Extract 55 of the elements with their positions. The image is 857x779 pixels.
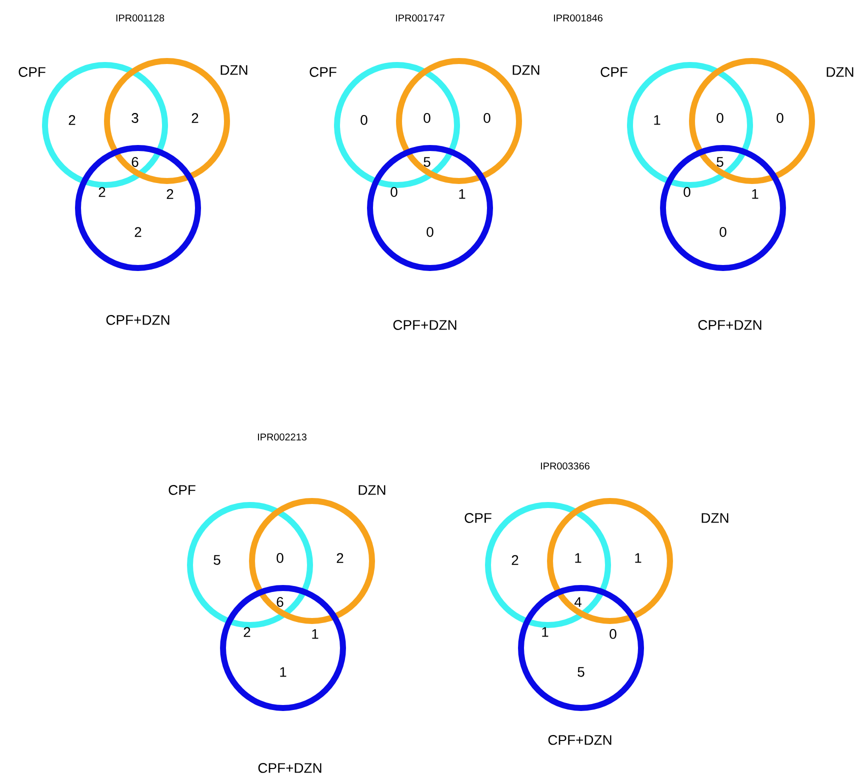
region-count: 0 [424, 113, 430, 123]
region-count: 0 [390, 187, 398, 197]
region-count: 1 [575, 553, 582, 563]
region-count: 1 [312, 629, 318, 639]
region-count: 2 [336, 553, 344, 563]
set-label: DZN [220, 65, 248, 75]
set-label: DZN [512, 65, 540, 75]
set-label: CPF [18, 67, 46, 77]
region-count: 0 [610, 629, 616, 639]
region-count: 1 [635, 553, 642, 563]
set-label: CPF [600, 67, 628, 77]
region-count: 1 [752, 189, 758, 199]
set-label: CPF [464, 513, 492, 523]
region-count: 1 [654, 115, 660, 125]
panel-title: IPR002213 [258, 433, 306, 441]
region-count: 1 [542, 627, 548, 637]
region-count: 0 [360, 115, 368, 125]
panel-title: IPR001846 [554, 14, 602, 22]
set-label: CPF+DZN [106, 315, 170, 325]
region-count: 2 [512, 555, 518, 565]
set-label: DZN [702, 513, 728, 523]
region-count: 0 [720, 227, 726, 237]
set-label: DZN [826, 67, 854, 77]
region-count: 0 [684, 187, 690, 197]
region-count: 2 [98, 187, 106, 197]
region-count: 0 [426, 227, 434, 237]
region-count: 0 [276, 553, 284, 563]
set-label: CPF+DZN [393, 320, 456, 330]
set-label: DZN [358, 485, 386, 495]
region-count: 5 [214, 555, 220, 565]
region-count: 1 [459, 189, 466, 199]
panel-title: IPR003366 [541, 462, 590, 470]
region-count: 2 [68, 115, 76, 125]
set-label: CPF+DZN [548, 735, 612, 745]
set-label: CPF+DZN [258, 763, 322, 773]
set-label: CPF [168, 485, 196, 495]
set-label: CPF+DZN [698, 320, 762, 330]
region-count: 0 [484, 113, 490, 123]
set-label: CPF [310, 67, 336, 77]
region-count: 3 [132, 113, 138, 123]
region-count: 5 [716, 157, 724, 167]
region-count: 6 [132, 157, 138, 167]
region-count: 4 [574, 597, 582, 607]
region-count: 2 [134, 227, 142, 237]
region-count: 1 [280, 667, 286, 677]
region-count: 6 [276, 597, 284, 607]
region-count: 5 [424, 157, 430, 167]
region-count: 2 [192, 113, 198, 123]
region-count: 2 [166, 189, 174, 199]
panel-title: IPR001747 [396, 14, 444, 22]
region-count: 0 [716, 113, 724, 123]
region-count: 2 [244, 627, 250, 637]
panel-title: IPR001128 [116, 14, 164, 22]
region-count: 5 [578, 667, 584, 677]
region-count: 0 [776, 113, 784, 123]
